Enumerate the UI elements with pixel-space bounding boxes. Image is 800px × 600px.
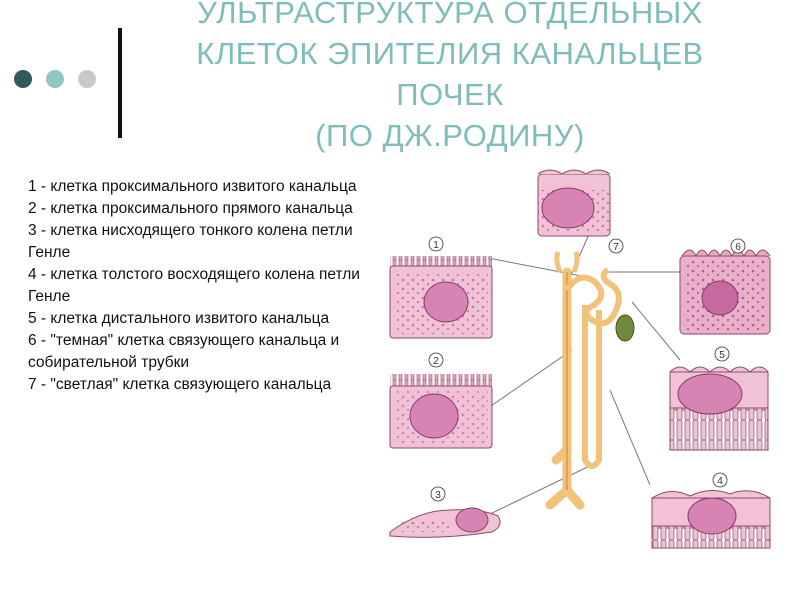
number-label: 4 (717, 476, 723, 487)
cell-number-labels: 1 2 3 4 5 6 7 (428, 236, 746, 502)
connector-lines (487, 231, 681, 516)
title-line: УЛЬТРАСТРУКТУРА ОТДЕЛЬНЫХ (197, 0, 703, 30)
connecting-branch (554, 251, 580, 273)
legend-item: 3 - клетка нисходящего тонкого колена пе… (28, 222, 353, 261)
number-badge-6: 6 (730, 238, 746, 254)
title-line: КЛЕТОК ЭПИТЕЛИЯ КАНАЛЬЦЕВ (196, 36, 704, 71)
collecting-duct (545, 267, 585, 510)
number-label: 7 (613, 242, 619, 253)
nephron-diagram: 1 2 3 4 5 6 7 (389, 169, 771, 549)
dark-dot (14, 70, 32, 88)
legend-item: 4 - клетка толстого восходящего колена п… (28, 266, 360, 305)
cell-5 (669, 366, 769, 451)
number-label: 6 (735, 242, 741, 253)
title-line: ПОЧЕК (396, 77, 504, 112)
cell-7 (537, 169, 611, 237)
cell-3 (389, 507, 501, 538)
cell-6 (679, 249, 771, 335)
number-badge-2: 2 (428, 352, 444, 368)
legend-item: 1 - клетка проксимального извитого канал… (28, 178, 357, 195)
convoluted-tubule (564, 267, 622, 327)
number-badge-1: 1 (428, 236, 444, 252)
connector-line (487, 349, 573, 409)
connector-line (631, 301, 681, 361)
number-label: 5 (719, 350, 725, 361)
legend-item: 2 - клетка проксимального прямого каналь… (28, 200, 353, 217)
legend: 1 - клетка проксимального извитого канал… (28, 176, 378, 396)
legend-item: 7 - "светлая" клетка связующего канальца (28, 376, 332, 393)
connector-line (487, 459, 603, 516)
number-badge-7: 7 (608, 238, 624, 254)
henle-loop (582, 305, 602, 469)
teal-dot (46, 70, 64, 88)
connector-line (609, 389, 651, 486)
vertical-divider (118, 28, 122, 138)
number-label: 1 (433, 240, 439, 251)
title-line: (ПО ДЖ.РОДИНУ) (315, 118, 585, 153)
glomerulus (615, 314, 635, 342)
number-badge-4: 4 (712, 472, 728, 488)
slide-title: УЛЬТРАСТРУКТУРА ОТДЕЛЬНЫХ КЛЕТОК ЭПИТЕЛИ… (150, 0, 750, 156)
cell-1 (389, 256, 493, 339)
cell-4 (651, 490, 771, 549)
legend-item: 5 - клетка дистального извитого канальца (28, 310, 330, 327)
number-label: 3 (435, 490, 441, 501)
connector-line (487, 257, 593, 279)
nephron-tubule (545, 251, 635, 510)
legend-item: 6 - "темная" клетка связующего канальца … (28, 332, 340, 371)
gray-dot (78, 70, 96, 88)
number-label: 2 (433, 356, 439, 367)
number-badge-5: 5 (714, 346, 730, 362)
cell-2 (389, 374, 493, 449)
decorative-dots (14, 70, 104, 94)
number-badge-3: 3 (430, 486, 446, 502)
